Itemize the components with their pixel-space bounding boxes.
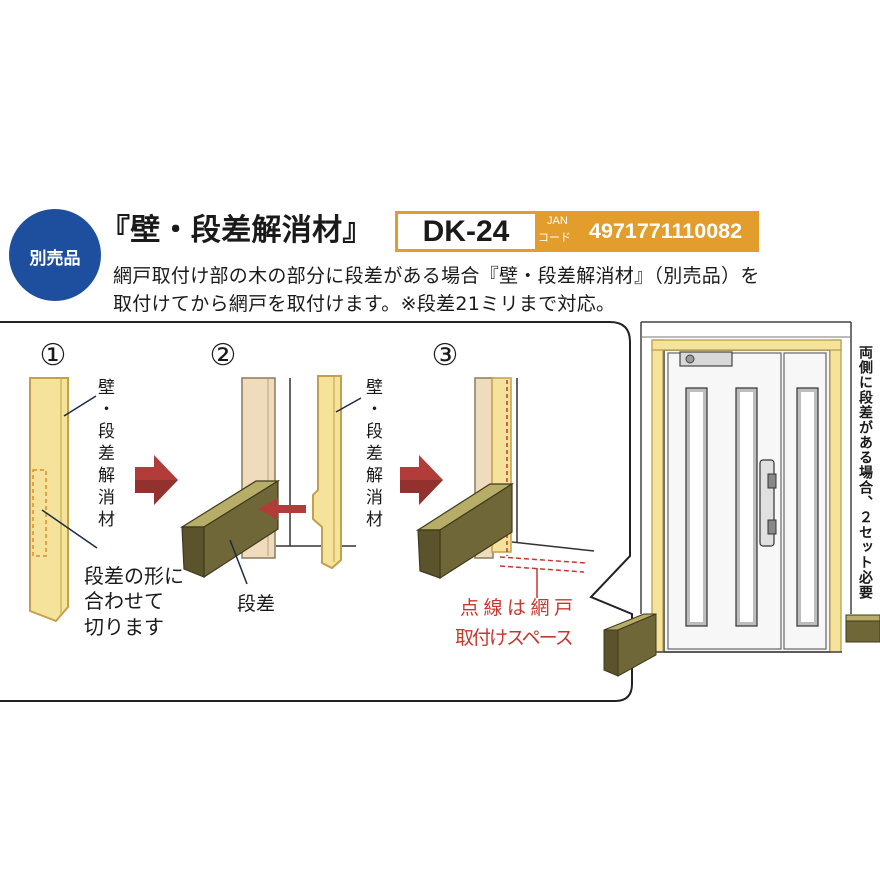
step2-step-label: 段差 (237, 593, 276, 615)
arrow-right-icon (400, 455, 443, 505)
step3-space-dash-2 (499, 565, 585, 573)
door-handle-grip-top (767, 473, 777, 489)
step2-cut-board (312, 375, 342, 570)
door-closer (679, 351, 733, 367)
frame-strip-top (651, 339, 842, 351)
door-side-note: 両側に段差がある場合、２セット必要 (857, 345, 873, 600)
step3-illustration (415, 377, 595, 598)
step-number-3: ③ (431, 338, 459, 373)
step2-ledge-end (181, 526, 205, 578)
floor-step-left-end (603, 629, 619, 677)
step-arrow-1 (135, 455, 178, 505)
step1-leader-note (41, 509, 98, 549)
arrow-shade (400, 480, 443, 505)
jan-code-fill (535, 212, 758, 251)
step3-note-line-2: 取付けスペース (455, 627, 574, 649)
step1-illustration (29, 377, 98, 623)
door-window-2-glass (740, 392, 753, 622)
step2-leader-step (229, 539, 248, 585)
door-closer-pivot (685, 354, 695, 364)
door-handle-grip-bottom (767, 519, 777, 535)
optional-item-badge: 別売品 (29, 249, 81, 269)
frame-strip-right (829, 339, 842, 653)
step3-space-dash-1 (499, 556, 587, 564)
step3-floor-line (511, 541, 595, 552)
step3-note-line-1: 点線は網戸 (460, 597, 578, 619)
step1-part-label: 壁・段差解消材 (94, 378, 114, 532)
badge-circle (9, 209, 101, 301)
door-right-leaf (783, 352, 827, 650)
step1-note-line-3: 切ります (84, 615, 164, 639)
step-number-1: ① (39, 338, 67, 373)
floor-step-right-front (845, 620, 880, 643)
jan-label: JAN (547, 215, 568, 227)
jan-code-value: 4971771110082 (589, 219, 743, 243)
arrow-right-icon (135, 455, 178, 505)
floor-step-right-top (845, 614, 880, 622)
description-line-1: 網戸取付け部の木の部分に段差がある場合『壁・段差解消材』（別売品）を (113, 265, 760, 287)
door-window-3-glass (801, 392, 814, 622)
product-title: 『壁・段差解消材』 (100, 213, 373, 248)
product-model: DK-24 (422, 215, 510, 248)
steps-panel-outline (0, 321, 633, 702)
step3-ledge-end (417, 529, 441, 579)
step1-leader-part (63, 395, 97, 417)
step1-board (29, 377, 69, 623)
step1-note-line-2: 合わせて (84, 589, 164, 613)
step-number-2: ② (209, 338, 237, 373)
step-arrow-2 (400, 455, 443, 505)
door-illustration (603, 321, 880, 677)
step2-illustration (179, 375, 362, 585)
door-window-1-glass (690, 392, 703, 622)
description-line-2: 取付けてから網戸を取付けます。※段差21ミリまで対応。 (113, 293, 616, 315)
frame-strip-left (651, 339, 664, 653)
arrow-left-icon (258, 498, 306, 520)
step1-note-line-1: 段差の形に (84, 564, 184, 588)
step2-part-label: 壁・段差解消材 (362, 378, 382, 532)
code-label: コード (538, 231, 571, 244)
arrow-shade (135, 480, 178, 505)
step2-leader-part (335, 397, 362, 413)
